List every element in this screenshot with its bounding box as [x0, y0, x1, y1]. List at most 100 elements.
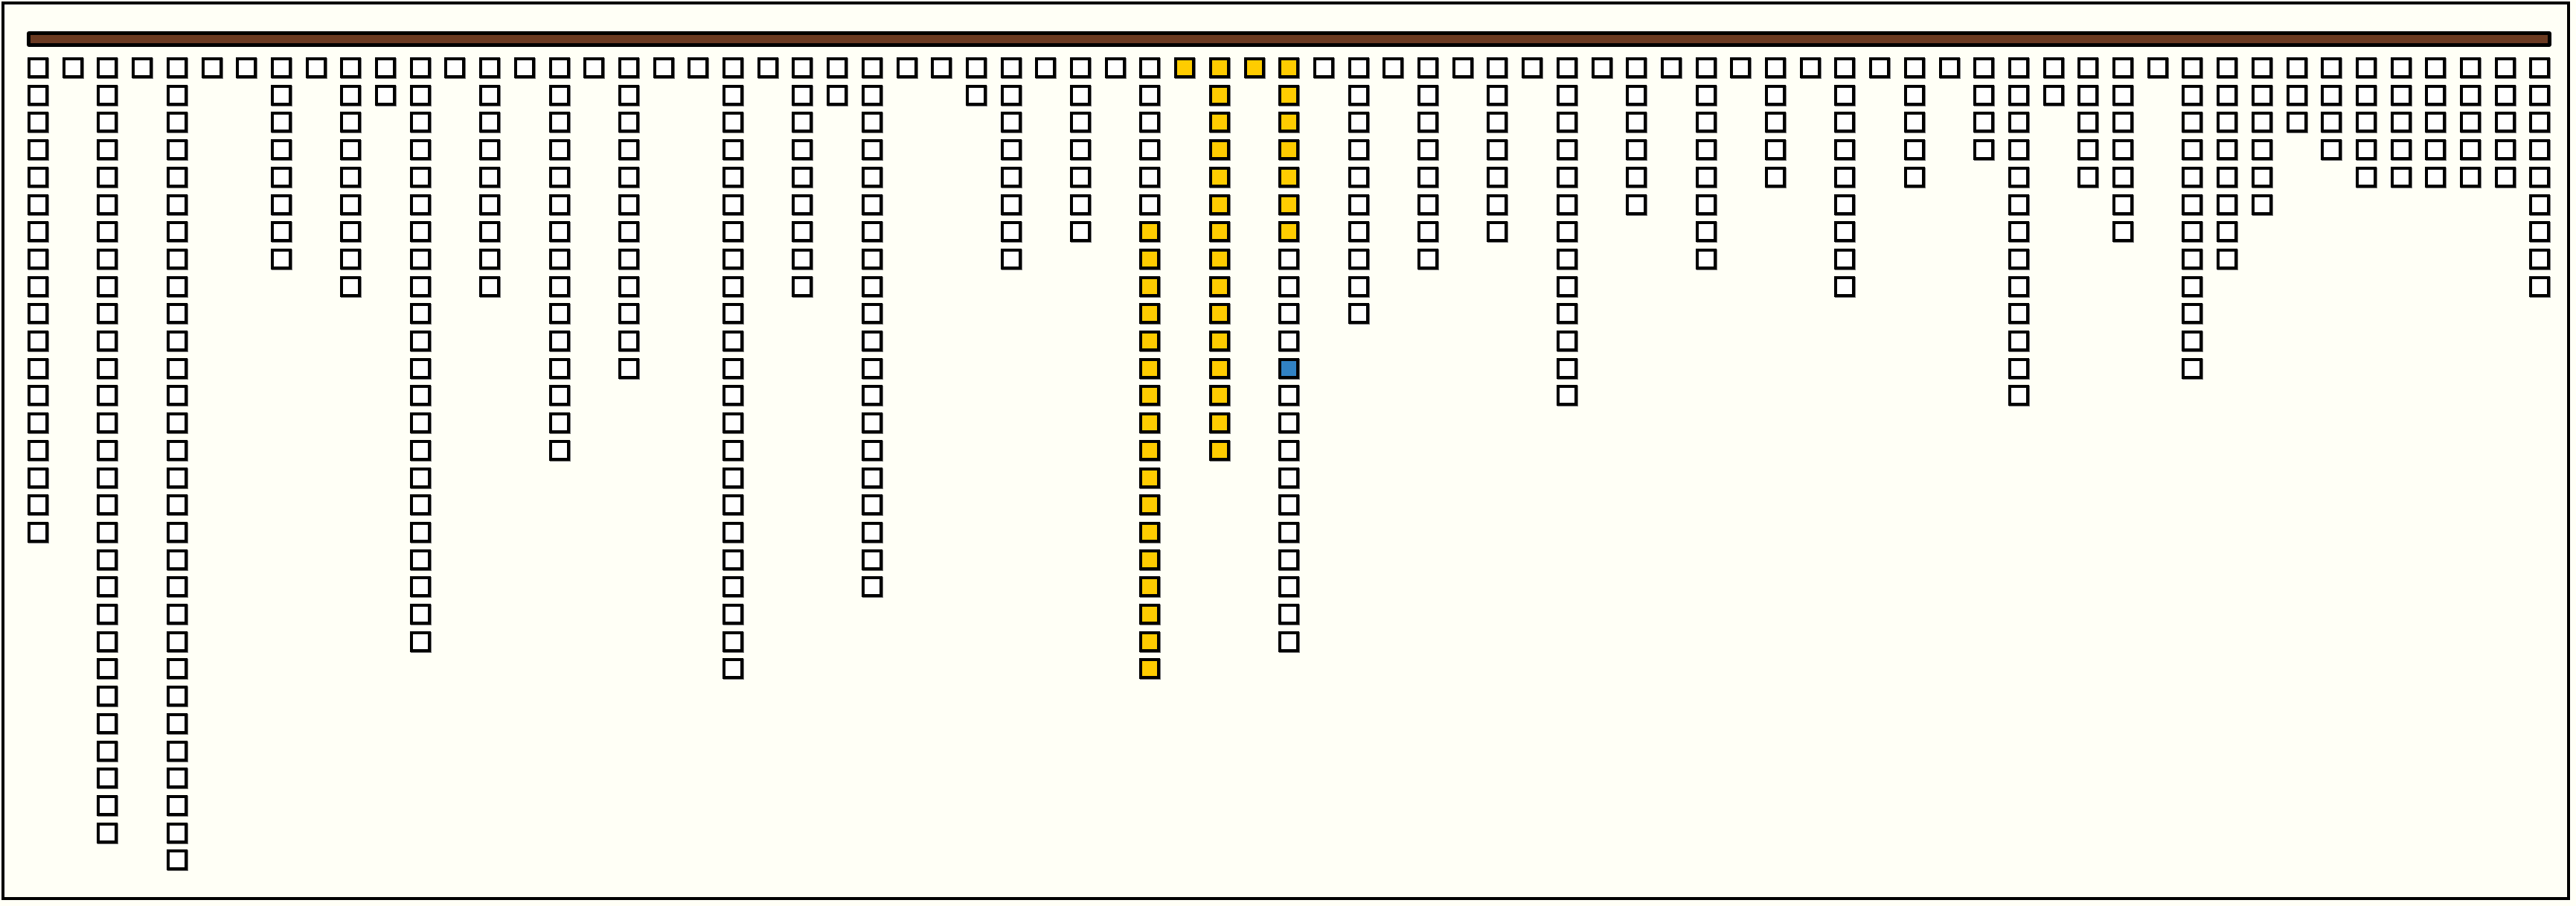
- cell-empty[interactable]: [375, 57, 396, 78]
- cell-empty[interactable]: [861, 275, 882, 297]
- cell-yellow[interactable]: [1208, 331, 1230, 351]
- cell-empty[interactable]: [618, 357, 639, 379]
- cell-empty[interactable]: [2112, 194, 2133, 215]
- cell-empty[interactable]: [28, 166, 48, 188]
- cell-empty[interactable]: [166, 822, 188, 843]
- cell-empty[interactable]: [1973, 139, 1995, 161]
- cell-empty[interactable]: [548, 166, 570, 188]
- cell-empty[interactable]: [28, 57, 48, 78]
- cell-empty[interactable]: [1348, 166, 1369, 188]
- cell-empty[interactable]: [1035, 57, 1057, 78]
- cell-empty[interactable]: [548, 112, 570, 133]
- cell-empty[interactable]: [861, 84, 882, 106]
- cell-empty[interactable]: [62, 57, 83, 78]
- cell-empty[interactable]: [340, 139, 362, 161]
- cell-empty[interactable]: [97, 194, 118, 215]
- cell-empty[interactable]: [1765, 112, 1786, 133]
- cell-empty[interactable]: [409, 275, 431, 297]
- cell-empty[interactable]: [1487, 166, 1508, 188]
- cell-empty[interactable]: [97, 412, 118, 434]
- cell-empty[interactable]: [2077, 166, 2099, 188]
- cell-empty[interactable]: [28, 248, 48, 269]
- cell-empty[interactable]: [618, 84, 639, 106]
- cell-yellow[interactable]: [1208, 112, 1230, 133]
- cell-empty[interactable]: [2460, 139, 2481, 161]
- cell-empty[interactable]: [2251, 166, 2272, 188]
- cell-empty[interactable]: [2217, 57, 2238, 78]
- cell-empty[interactable]: [28, 331, 48, 351]
- cell-empty[interactable]: [1000, 112, 1022, 133]
- cell-yellow[interactable]: [1139, 221, 1161, 243]
- cell-yellow[interactable]: [1139, 331, 1161, 351]
- cell-empty[interactable]: [723, 57, 743, 78]
- cell-empty[interactable]: [2355, 166, 2377, 188]
- cell-empty[interactable]: [723, 112, 743, 133]
- cell-yellow[interactable]: [1278, 139, 1300, 161]
- cell-empty[interactable]: [270, 84, 292, 106]
- cell-empty[interactable]: [409, 631, 431, 652]
- cell-yellow[interactable]: [1139, 357, 1161, 379]
- cell-empty[interactable]: [2460, 166, 2481, 188]
- cell-empty[interactable]: [618, 139, 639, 161]
- cell-empty[interactable]: [1695, 57, 1717, 78]
- cell-blue[interactable]: [1278, 357, 1300, 379]
- cell-empty[interactable]: [479, 139, 501, 161]
- cell-empty[interactable]: [723, 331, 743, 351]
- cell-empty[interactable]: [2251, 84, 2272, 106]
- cell-empty[interactable]: [2251, 57, 2272, 78]
- cell-empty[interactable]: [28, 275, 48, 297]
- cell-yellow[interactable]: [1139, 412, 1161, 434]
- cell-empty[interactable]: [861, 576, 882, 598]
- cell-empty[interactable]: [792, 248, 813, 269]
- cell-empty[interactable]: [2217, 194, 2238, 215]
- cell-empty[interactable]: [2182, 303, 2203, 325]
- cell-empty[interactable]: [1556, 385, 1577, 406]
- cell-empty[interactable]: [97, 521, 118, 543]
- cell-empty[interactable]: [166, 712, 188, 734]
- cell-empty[interactable]: [1070, 221, 1091, 243]
- cell-empty[interactable]: [479, 166, 501, 188]
- cell-empty[interactable]: [861, 112, 882, 133]
- cell-yellow[interactable]: [1208, 139, 1230, 161]
- cell-empty[interactable]: [97, 139, 118, 161]
- cell-empty[interactable]: [1834, 84, 1856, 106]
- cell-empty[interactable]: [548, 385, 570, 406]
- cell-empty[interactable]: [1417, 112, 1438, 133]
- cell-empty[interactable]: [1070, 84, 1091, 106]
- cell-empty[interactable]: [166, 357, 188, 379]
- cell-empty[interactable]: [201, 57, 222, 78]
- cell-empty[interactable]: [132, 57, 153, 78]
- cell-empty[interactable]: [723, 166, 743, 188]
- cell-yellow[interactable]: [1139, 467, 1161, 488]
- cell-empty[interactable]: [28, 412, 48, 434]
- cell-empty[interactable]: [409, 604, 431, 625]
- cell-empty[interactable]: [2042, 57, 2064, 78]
- cell-empty[interactable]: [1348, 57, 1369, 78]
- cell-empty[interactable]: [409, 357, 431, 379]
- cell-yellow[interactable]: [1139, 439, 1161, 461]
- cell-empty[interactable]: [166, 221, 188, 243]
- cell-empty[interactable]: [2182, 331, 2203, 351]
- cell-empty[interactable]: [1348, 139, 1369, 161]
- cell-yellow[interactable]: [1139, 604, 1161, 625]
- cell-empty[interactable]: [2077, 112, 2099, 133]
- cell-empty[interactable]: [1348, 112, 1369, 133]
- cell-empty[interactable]: [1278, 331, 1300, 351]
- cell-empty[interactable]: [861, 494, 882, 516]
- cell-yellow[interactable]: [1278, 166, 1300, 188]
- cell-empty[interactable]: [340, 57, 362, 78]
- cell-empty[interactable]: [28, 84, 48, 106]
- cell-empty[interactable]: [1348, 84, 1369, 106]
- cell-empty[interactable]: [1348, 194, 1369, 215]
- cell-empty[interactable]: [409, 521, 431, 543]
- cell-empty[interactable]: [409, 549, 431, 570]
- cell-empty[interactable]: [723, 385, 743, 406]
- cell-empty[interactable]: [166, 794, 188, 816]
- cell-empty[interactable]: [723, 194, 743, 215]
- cell-empty[interactable]: [2182, 139, 2203, 161]
- cell-empty[interactable]: [1278, 248, 1300, 269]
- cell-yellow[interactable]: [1278, 57, 1300, 78]
- cell-empty[interactable]: [97, 331, 118, 351]
- cell-empty[interactable]: [2217, 112, 2238, 133]
- cell-empty[interactable]: [1695, 248, 1717, 269]
